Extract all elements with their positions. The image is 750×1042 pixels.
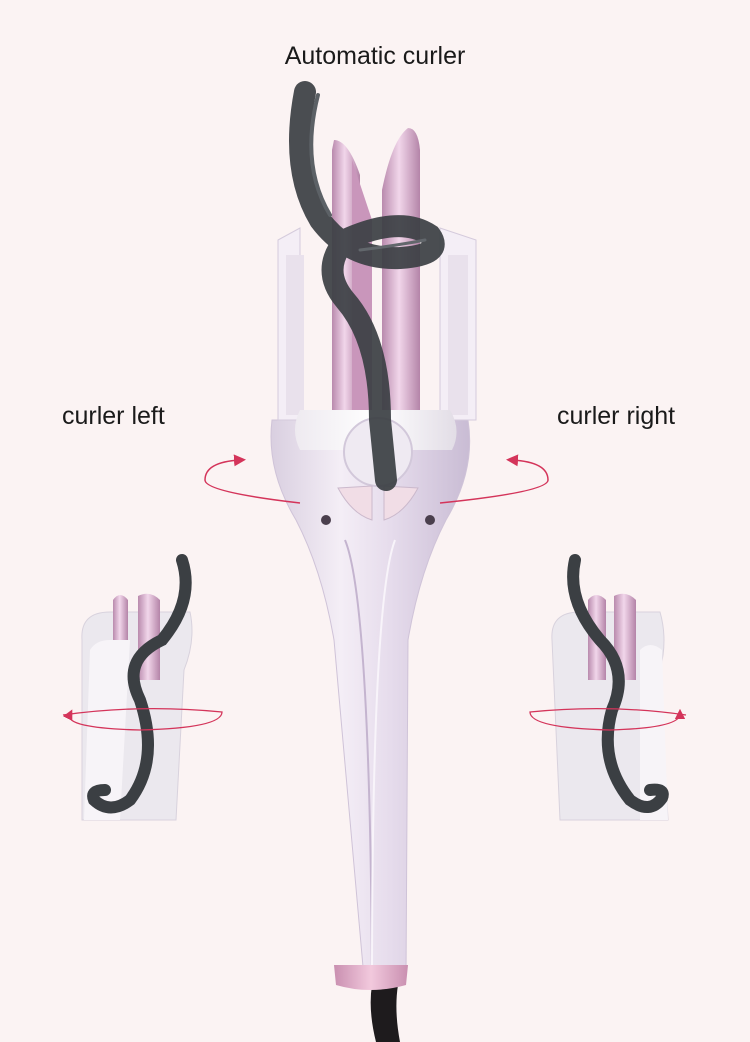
rotate-left-arrow [204,454,301,504]
handle-tip [334,965,408,990]
main-curler [270,128,477,990]
rotate-left-button [337,485,373,521]
indicator-light-left [321,515,331,525]
barrel-right [382,128,420,412]
rotate-right-button [383,485,419,521]
indicator-light-right [425,515,435,525]
curler-left-inset [62,554,223,821]
rotate-right-arrow [439,454,549,504]
curler-right-label: curler right [557,402,676,430]
power-cord [370,985,400,1042]
curler-right-inset [529,554,687,821]
hair-strand [289,81,445,491]
page-title: Automatic curler [284,42,466,70]
curler-left-label: curler left [62,402,165,430]
